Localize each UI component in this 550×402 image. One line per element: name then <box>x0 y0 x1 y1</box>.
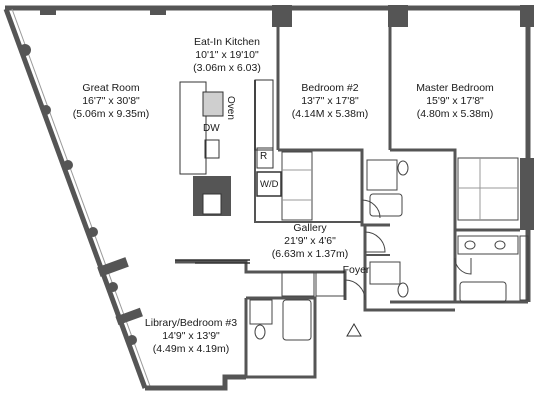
washer-dryer-label: W/D <box>260 179 279 190</box>
master-bottom <box>390 148 520 232</box>
diagonal-window-wall <box>3 8 148 389</box>
gallery-label: Gallery 21'9" x 4'6" (6.63m x 1.37m) <box>272 222 348 261</box>
sink <box>204 139 220 159</box>
master-vanity <box>457 235 519 255</box>
bedroom2-dim-metric: (4.14M x 5.38m) <box>291 108 369 120</box>
kitchen <box>179 79 282 216</box>
library-tub <box>282 299 312 341</box>
bedroom2-dim-imperial: 13'7" x 17'8" <box>301 95 359 107</box>
column <box>520 158 534 230</box>
gallery-slider <box>175 259 250 264</box>
closets <box>281 151 529 301</box>
foyer-walls <box>363 225 455 312</box>
dishwasher-label: DW <box>203 123 220 134</box>
master-dim-imperial: 15'9" x 17'8" <box>426 95 484 107</box>
library-toilet <box>254 324 266 340</box>
library-name: Library/Bedroom #3 <box>144 317 238 329</box>
bath-fixtures <box>249 157 519 341</box>
library-dim-metric: (4.49m x 4.19m) <box>152 343 230 355</box>
counter <box>254 79 274 151</box>
entry-arrow-icon <box>346 323 362 337</box>
bedroom2-name: Bedroom #2 <box>301 82 359 94</box>
bedroom2-label: Bedroom #2 13'7" x 17'8" (4.14M x 5.38m) <box>292 82 368 121</box>
great-room-dim-metric: (5.06m x 9.35m) <box>72 108 150 120</box>
kitchen-label: Eat-In Kitchen 10'1" x 19'10" (3.06m x 6… <box>193 36 261 75</box>
great-room-name: Great Room <box>82 82 140 94</box>
kitchen-dim-imperial: 10'1" x 19'10" <box>195 49 259 61</box>
master-label: Master Bedroom 15'9" x 17'8" (4.80m x 5.… <box>416 82 494 121</box>
kitchen-dim-metric: (3.06m x 6.03) <box>193 62 261 74</box>
vanity <box>366 159 398 191</box>
foyer-toilet <box>397 282 409 298</box>
column <box>388 5 408 27</box>
range <box>202 91 224 117</box>
column <box>520 5 534 27</box>
window-columns <box>19 44 137 345</box>
foyer-label: Foyer <box>343 264 370 277</box>
gallery-dim-metric: (6.63m x 1.37m) <box>271 248 349 260</box>
wd-box <box>256 171 282 197</box>
kitchen-island <box>179 81 207 175</box>
master-tub <box>459 281 507 303</box>
window-piers <box>97 257 143 326</box>
columns <box>40 5 534 230</box>
bathtub <box>369 193 403 217</box>
master-dim-metric: (4.80m x 5.38m) <box>416 108 494 120</box>
master-name: Master Bedroom <box>416 82 494 94</box>
gallery-dim-imperial: 21'9" x 4'6" <box>284 235 336 247</box>
gallery-name: Gallery <box>293 222 327 234</box>
library-label: Library/Bedroom #3 14'9" x 13'9" (4.49m … <box>145 317 237 356</box>
bed2-bottom-wall <box>278 148 390 227</box>
great-room-label: Great Room 16'7" x 30'8" (5.06m x 9.35m) <box>73 82 149 121</box>
column <box>150 6 166 15</box>
entry-door <box>344 279 366 301</box>
fridge-counter <box>256 147 274 169</box>
library-right-wall <box>244 296 317 377</box>
refrigerator-label: R <box>260 151 268 162</box>
oven-label: Oven <box>225 96 236 120</box>
great-room-dim-imperial: 16'7" x 30'8" <box>82 95 140 107</box>
column <box>272 5 292 27</box>
foyer-name: Foyer <box>342 264 370 276</box>
master-closet <box>457 157 519 221</box>
gallery-lower <box>175 260 347 300</box>
master-bath <box>390 230 528 304</box>
exterior-walls <box>3 5 531 391</box>
kitchen-name: Eat-In Kitchen <box>194 36 260 48</box>
bottom-wall <box>145 374 246 391</box>
column <box>40 6 56 15</box>
toilet <box>397 160 409 176</box>
doors <box>344 199 472 301</box>
library-dim-imperial: 14'9" x 13'9" <box>162 330 220 342</box>
foyer-door <box>364 231 386 253</box>
